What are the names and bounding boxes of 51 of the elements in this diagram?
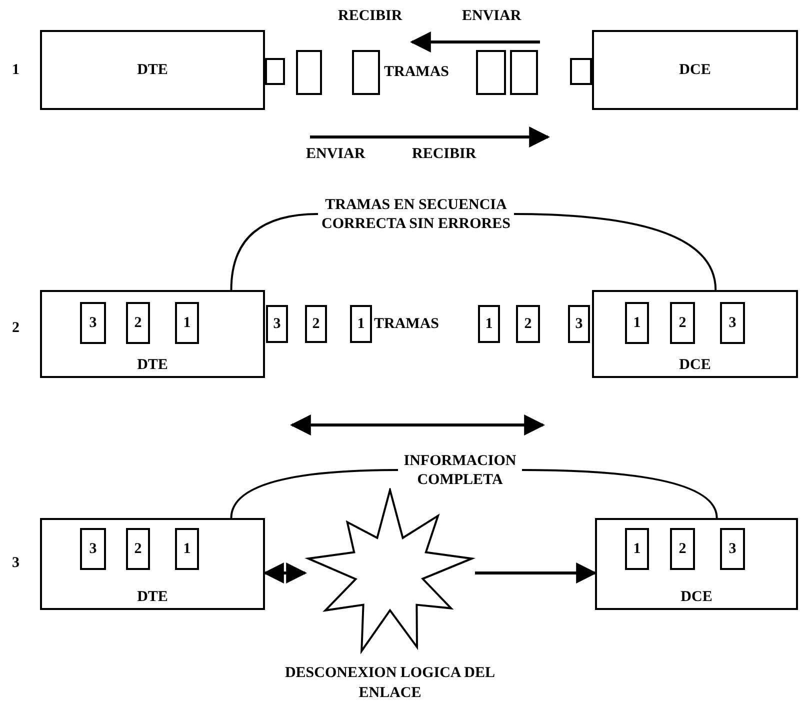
callout-text: TRAMAS EN SECUENCIA CORRECTA SIN ERRORES	[318, 196, 514, 234]
row-number: 3	[12, 555, 20, 572]
frame-box: 1	[175, 302, 199, 344]
connector-curve	[514, 213, 717, 290]
frame-box	[296, 50, 322, 95]
frame-box	[510, 50, 538, 95]
box-label: DTE	[136, 357, 169, 374]
text-label: TRAMAS	[374, 316, 440, 333]
equipment-box	[40, 518, 265, 610]
equipment-box	[592, 290, 798, 378]
frame-box: 3	[720, 528, 745, 570]
frame-box: 3	[80, 528, 106, 570]
frame-box	[265, 58, 285, 85]
equipment-box: DTE	[40, 30, 265, 110]
frame-box	[476, 50, 506, 95]
frame-box: 2	[305, 305, 327, 343]
frame-box: 3	[720, 302, 745, 344]
frame-box: 1	[625, 528, 649, 570]
callout-text: INFORMACION COMPLETA	[398, 452, 522, 490]
equipment-box	[595, 518, 798, 610]
frame-box: 1	[478, 305, 500, 343]
arrow	[475, 562, 598, 584]
frame-box: 2	[516, 305, 540, 343]
connector-curve	[230, 469, 398, 518]
frame-box: 2	[670, 302, 695, 344]
equipment-box: DCE	[592, 30, 798, 110]
frame-box: 1	[175, 528, 199, 570]
equipment-box	[40, 290, 265, 378]
box-label: DTE	[136, 589, 169, 606]
frame-box: 3	[568, 305, 590, 343]
box-label: DCE	[678, 357, 712, 374]
frame-box: 2	[126, 302, 150, 344]
box-label: DCE	[680, 589, 714, 606]
text-label: RECIBIR	[338, 8, 402, 25]
row-number: 2	[12, 320, 20, 337]
text-label: TRAMAS	[384, 64, 450, 81]
text-label: ENVIAR	[306, 146, 366, 163]
frame-box: 2	[670, 528, 695, 570]
caption-text: DESCONEXION LOGICA DEL ENLACE	[284, 664, 496, 702]
frame-box	[570, 58, 592, 85]
frame-box: 3	[266, 305, 288, 343]
text-label: RECIBIR	[412, 146, 476, 163]
frame-box: 1	[350, 305, 372, 343]
frame-box: 2	[126, 528, 150, 570]
frame-box: 1	[625, 302, 649, 344]
row-number: 1	[12, 62, 20, 79]
connector-curve	[230, 213, 318, 290]
connector-curve	[522, 469, 718, 518]
frame-box	[352, 50, 380, 95]
text-label: ENVIAR	[462, 8, 522, 25]
frame-box: 3	[80, 302, 106, 344]
